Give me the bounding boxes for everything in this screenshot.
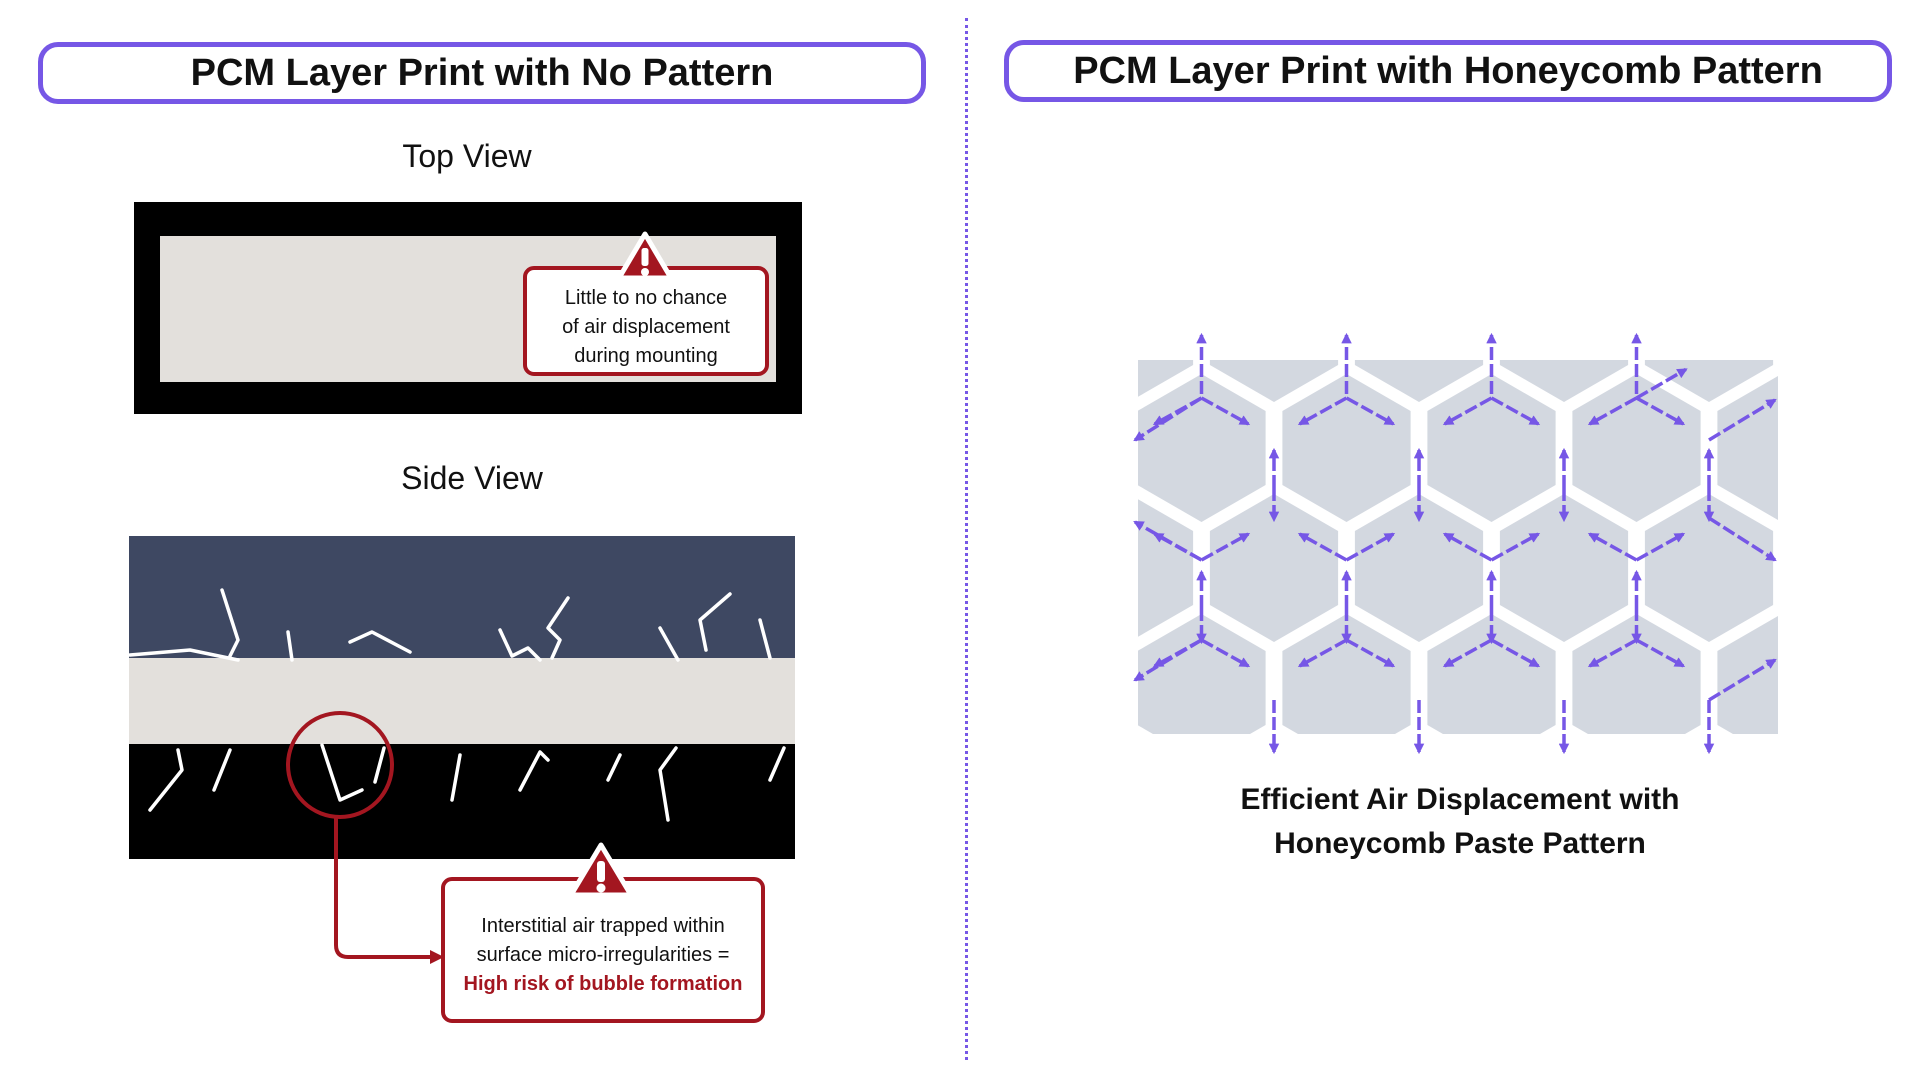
honeycomb-cells (920, 134, 1920, 882)
honeycomb-cell (992, 614, 1120, 762)
honeycomb-caption: Efficient Air Displacement with Honeycom… (1180, 778, 1740, 866)
air-flow-arrow (1635, 396, 1686, 426)
left-diagram (128, 202, 802, 1023)
air-flow-arrow (1442, 532, 1493, 562)
honeycomb-cell (992, 134, 1120, 282)
honeycomb-cell (1572, 614, 1701, 734)
honeycomb-cell (1137, 134, 1265, 282)
air-flow-arrow (1635, 532, 1686, 562)
honeycomb-cell (1427, 614, 1556, 734)
honeycomb-cell (1282, 614, 1411, 734)
side-view-board (129, 744, 795, 859)
air-flow-arrow (1587, 532, 1638, 562)
trapped-air-highlight (286, 711, 394, 819)
honeycomb-cell (1354, 494, 1484, 642)
honeycomb-cell (920, 254, 1048, 402)
callout-connector (334, 817, 432, 959)
air-flow-arrow (1708, 516, 1777, 562)
air-flow-arrow (1345, 532, 1396, 562)
honeycomb-cell (1138, 374, 1266, 522)
left-title: PCM Layer Print with No Pattern (190, 51, 774, 94)
air-flow-arrow (1635, 367, 1688, 400)
honeycomb-cell (1572, 134, 1700, 282)
honeycomb-cell (920, 734, 1048, 882)
honeycomb-cell (1862, 134, 1920, 282)
air-flow-arrow (1442, 638, 1493, 668)
honeycomb-cell (1790, 494, 1918, 642)
honeycomb-cell (1427, 374, 1556, 522)
air-flow-arrow (1200, 638, 1251, 668)
side-view-paste (129, 658, 795, 746)
top-callout-text: Little to no chance of air displacement … (530, 284, 762, 371)
honeycomb-cell (1862, 614, 1920, 762)
air-flow-arrow (1490, 638, 1541, 668)
honeycomb-cell (1790, 254, 1918, 402)
honeycomb-cell (1862, 374, 1920, 522)
right-title-banner: PCM Layer Print with Honeycomb Pattern (1004, 40, 1892, 102)
air-flow-arrow (1587, 638, 1638, 668)
surface-cracks (128, 588, 786, 822)
caption-line-1: Efficient Air Displacement with (1240, 783, 1680, 816)
top-view-label: Top View (402, 138, 532, 174)
center-divider (965, 18, 968, 1060)
honeycomb-cell (1717, 376, 1778, 520)
air-flow-arrow (1297, 532, 1348, 562)
side-callout-text: Interstitial air trapped within surface … (448, 912, 758, 999)
honeycomb-cell (920, 494, 1048, 642)
honeycomb-cell (1138, 614, 1266, 734)
left-title-banner: PCM Layer Print with No Pattern (38, 42, 926, 104)
air-flow-arrows (1133, 332, 1777, 755)
side-callout-line-2: surface micro-irregularities = (476, 944, 730, 966)
air-flow-arrow (1200, 396, 1251, 426)
side-callout-line-1: Interstitial air trapped within (481, 915, 725, 937)
air-flow-arrow (1297, 396, 1348, 426)
honeycomb-cell (1282, 134, 1410, 282)
honeycomb-cell (1427, 134, 1555, 282)
side-callout-risk: High risk of bubble formation (463, 973, 743, 995)
honeycomb-cell (1209, 360, 1339, 402)
air-flow-arrow (1297, 638, 1348, 668)
honeycomb-cell (1790, 734, 1918, 882)
air-flow-arrow (1345, 396, 1396, 426)
caption-line-2: Honeycomb Paste Pattern (1274, 827, 1646, 860)
honeycomb-cell (1282, 374, 1411, 522)
warning-icon (616, 231, 674, 281)
air-flow-arrow (1490, 532, 1541, 562)
top-callout-line-3: during mounting (574, 345, 718, 367)
air-flow-arrow (1708, 658, 1777, 702)
honeycomb-cell (1499, 360, 1629, 402)
arrow-icon (430, 950, 444, 964)
honeycomb-cell (1499, 494, 1629, 642)
air-flow-arrow (1587, 396, 1638, 426)
air-flow-arrow (1635, 638, 1686, 668)
air-flow-arrow (1490, 396, 1541, 426)
top-callout-line-1: Little to no chance (564, 287, 728, 309)
side-view-label: Side View (401, 460, 543, 496)
honeycomb-cell (1354, 360, 1484, 402)
air-flow-arrow (1200, 532, 1251, 562)
honeycomb-cell (1065, 734, 1193, 882)
honeycomb-cell (992, 374, 1120, 522)
honeycomb-cell (1717, 134, 1845, 282)
warning-icon (568, 842, 634, 898)
air-flow-arrow (1345, 638, 1396, 668)
air-flow-arrow (1133, 396, 1203, 442)
honeycomb-cell (1138, 360, 1194, 397)
right-title: PCM Layer Print with Honeycomb Pattern (1073, 49, 1823, 92)
side-view-heatsink (129, 536, 795, 660)
air-flow-arrow (1133, 638, 1203, 682)
air-flow-arrow (1442, 396, 1493, 426)
air-flow-arrow (1708, 398, 1777, 442)
top-callout-line-2: of air displacement (562, 316, 730, 338)
air-flow-arrow (1133, 520, 1203, 562)
honeycomb-cell (1572, 374, 1701, 522)
honeycomb-cell (1209, 494, 1339, 642)
honeycomb-cell (1644, 494, 1774, 642)
